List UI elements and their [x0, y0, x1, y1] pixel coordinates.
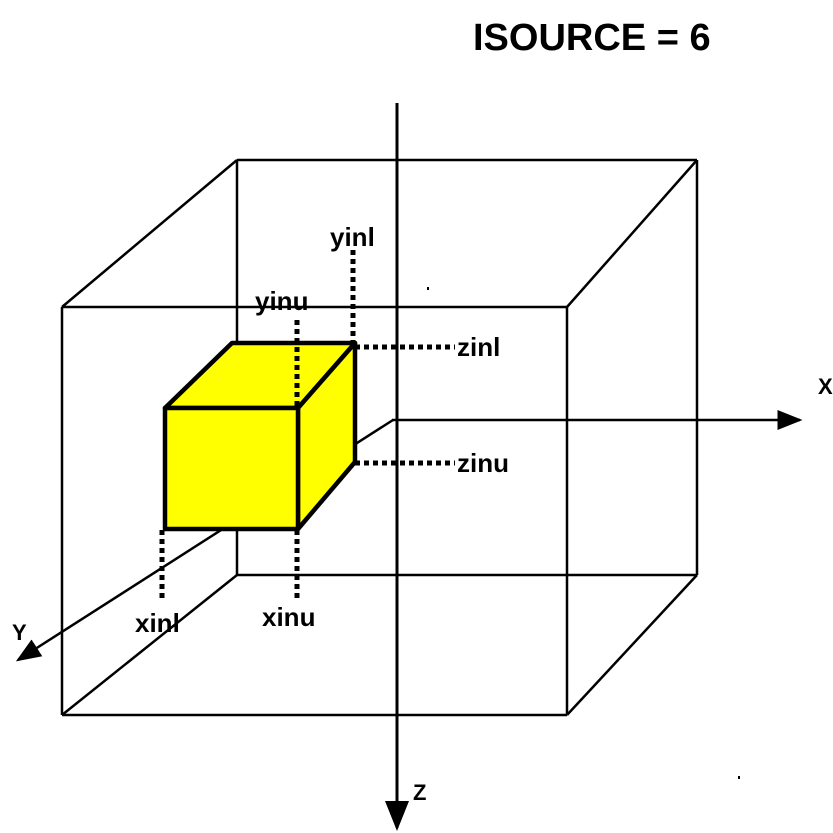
- zinu-label: zinu: [457, 448, 509, 478]
- speck: [738, 776, 740, 779]
- xinl-label: xinl: [135, 608, 180, 638]
- bound-guides: [159, 250, 455, 600]
- z-axis-label: Z: [413, 780, 426, 805]
- xinu-label: xinu: [262, 602, 315, 632]
- source-box-front: [162, 405, 301, 532]
- x-axis-label: X: [818, 374, 833, 399]
- zinl-label: zinl: [457, 332, 500, 362]
- diagram-title: ISOURCE = 6: [473, 17, 711, 59]
- source-box: [162, 340, 358, 532]
- yinl-label: yinl: [330, 222, 375, 252]
- y-axis-label: Y: [12, 620, 27, 645]
- speck: [427, 287, 429, 290]
- yinu-label: yinu: [255, 286, 308, 316]
